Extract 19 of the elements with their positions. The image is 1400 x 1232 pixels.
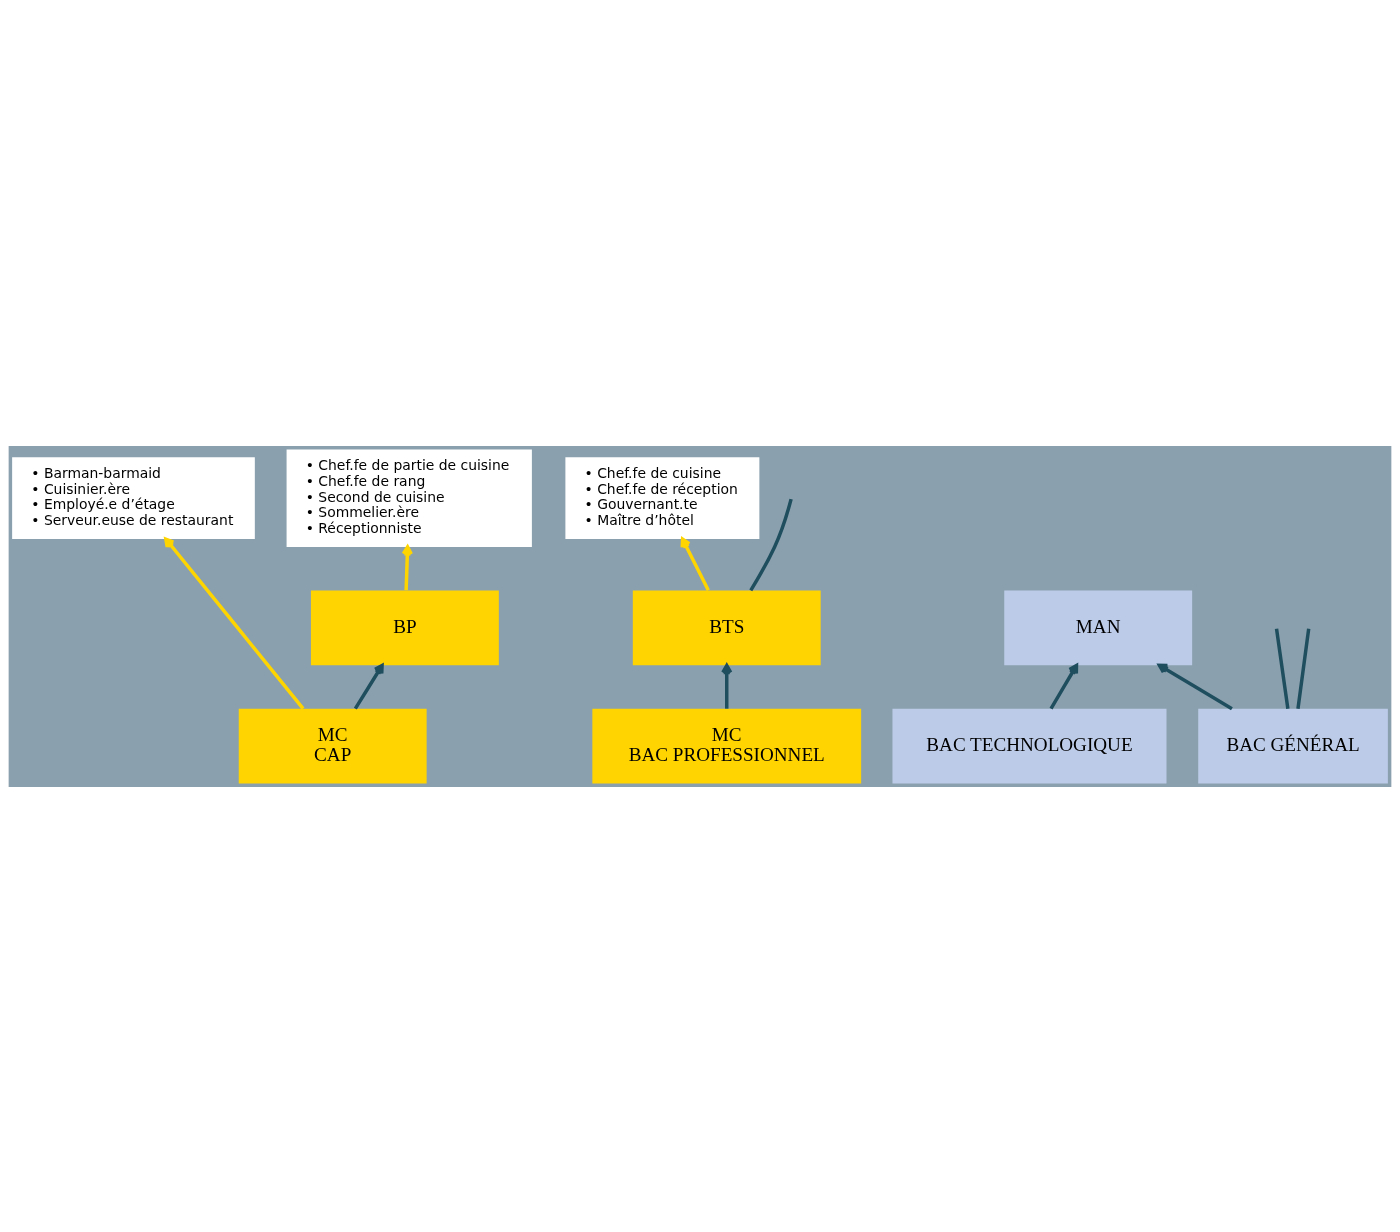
arrow <box>401 544 413 590</box>
node-box: BP <box>310 589 499 665</box>
node-box: • Chef.fe de cuisine • Chef.fe de réception • Gouvernant.te • Maître d’hôtel <box>565 456 760 539</box>
arrow <box>1049 663 1079 710</box>
connector <box>749 498 793 591</box>
arrow <box>353 663 384 710</box>
node-box: MC CAP <box>238 708 427 783</box>
node-box: • Barman-barmaid • Cuisinier.ère • Employé.e d’étage • Serveur.euse de restaurant <box>12 456 255 539</box>
node-box: MC BAC PROFESSIONNEL <box>592 708 862 783</box>
connector <box>1296 628 1311 709</box>
node-box: BTS <box>632 589 821 665</box>
arrow <box>721 663 733 709</box>
arrow <box>680 537 710 591</box>
node-box: BAC GÉNÉRAL <box>1198 708 1388 783</box>
node-box: BAC TECHNOLOGIQUE <box>892 708 1167 783</box>
node-box: MAN <box>1004 589 1193 665</box>
node-box: • Chef.fe de partie de cuisine • Chef.fe de rang • Second de cuisine • Sommelier.ère • Réceptionniste <box>286 449 532 547</box>
connector <box>1274 628 1290 709</box>
arrow <box>164 536 305 710</box>
